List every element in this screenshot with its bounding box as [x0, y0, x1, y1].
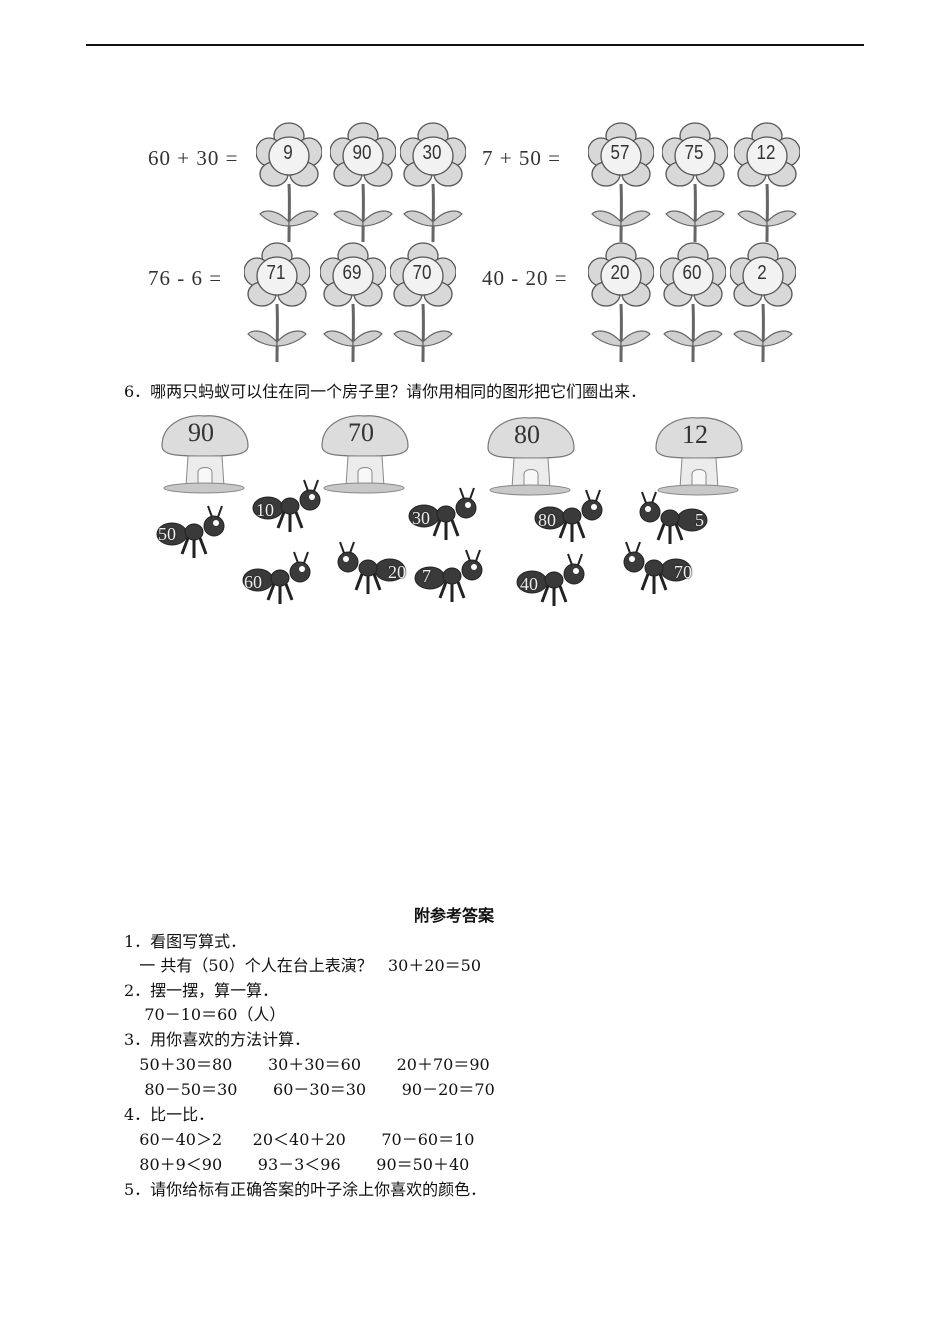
mushroom-house[interactable]: 90 — [158, 414, 254, 494]
ant[interactable]: 10 — [252, 478, 332, 538]
ant-number: 20 — [388, 562, 406, 582]
mushroom-house[interactable]: 70 — [318, 414, 414, 494]
answer-line: 3．用你喜欢的方法计算． — [124, 1030, 311, 1049]
ant[interactable]: 60 — [242, 550, 322, 610]
house-number: 70 — [348, 418, 374, 447]
option-number: 71 — [266, 262, 286, 284]
flower-option[interactable]: 71 — [244, 242, 310, 364]
flower-option[interactable]: 2 — [730, 242, 796, 364]
header-rule — [86, 44, 864, 46]
question-6-text: 6．哪两只蚂蚁可以住在同一个房子里？请你用相同的图形把它们圈出来． — [124, 382, 647, 401]
option-number: 2 — [757, 262, 767, 284]
ant[interactable]: 40 — [516, 552, 596, 612]
flower-option[interactable]: 90 — [330, 122, 396, 244]
ant-number: 30 — [412, 508, 430, 528]
option-number: 60 — [682, 262, 702, 284]
ant[interactable]: 50 — [156, 504, 236, 564]
option-number: 12 — [756, 142, 776, 164]
equation: 60 + 30 = — [148, 146, 239, 170]
flower-option[interactable]: 12 — [734, 122, 800, 244]
ant-number: 70 — [674, 562, 692, 582]
ant[interactable]: 7 — [414, 548, 494, 608]
ant-number: 10 — [256, 500, 274, 520]
equation: 76 - 6 = — [148, 266, 223, 290]
ant-number: 7 — [422, 566, 431, 586]
option-number: 20 — [610, 262, 630, 284]
flower-option[interactable]: 30 — [400, 122, 466, 244]
option-number: 30 — [422, 142, 442, 164]
option-number: 9 — [283, 142, 293, 164]
answer-line: 60－40＞2 20＜40＋20 70－60＝10 — [124, 1130, 475, 1149]
house-number: 90 — [188, 418, 214, 447]
answer-line: 4．比一比． — [124, 1105, 215, 1124]
answer-line: 80＋9＜90 93－3＜96 90＝50＋40 — [124, 1155, 470, 1174]
flower-option[interactable]: 75 — [662, 122, 728, 244]
equation: 40 - 20 = — [482, 266, 568, 290]
answer-line: 一 共有（50）个人在台上表演？ 30＋20＝50 — [124, 956, 482, 975]
flower-option[interactable]: 57 — [588, 122, 654, 244]
ant[interactable]: 80 — [534, 488, 614, 548]
house-number: 12 — [682, 420, 708, 449]
ant-number: 5 — [695, 510, 704, 530]
answer-line: 2．摆一摆，算一算． — [124, 981, 279, 1000]
ant[interactable]: 20 — [326, 540, 406, 600]
ant-number: 40 — [520, 574, 538, 594]
mushroom-house[interactable]: 12 — [652, 416, 748, 496]
answer-line: 1．看图写算式． — [124, 932, 247, 951]
option-number: 90 — [352, 142, 372, 164]
equation: 7 + 50 = — [482, 146, 561, 170]
ant-number: 60 — [244, 572, 262, 592]
ant-number: 80 — [538, 510, 556, 530]
answer-line: 80－50＝30 60－30＝30 90－20＝70 — [124, 1080, 495, 1099]
flower-option[interactable]: 9 — [256, 122, 322, 244]
flower-option[interactable]: 69 — [320, 242, 386, 364]
mushroom-house[interactable]: 80 — [484, 416, 580, 496]
option-number: 70 — [412, 262, 432, 284]
ant[interactable]: 70 — [612, 540, 692, 600]
answers-title: 附参考答案 — [414, 906, 495, 925]
option-number: 69 — [342, 262, 362, 284]
option-number: 75 — [684, 142, 704, 164]
flower-option[interactable]: 60 — [660, 242, 726, 364]
option-number: 57 — [610, 142, 630, 164]
flower-option[interactable]: 70 — [390, 242, 456, 364]
answer-line: 5．请你给标有正确答案的叶子涂上你喜欢的颜色． — [124, 1180, 487, 1199]
flower-option[interactable]: 20 — [588, 242, 654, 364]
ant[interactable]: 30 — [408, 486, 488, 546]
answer-line: 70－10＝60（人） — [124, 1005, 286, 1024]
answer-line: 50＋30＝80 30＋30＝60 20＋70＝90 — [124, 1055, 490, 1074]
ant-number: 50 — [158, 524, 176, 544]
house-number: 80 — [514, 420, 540, 449]
